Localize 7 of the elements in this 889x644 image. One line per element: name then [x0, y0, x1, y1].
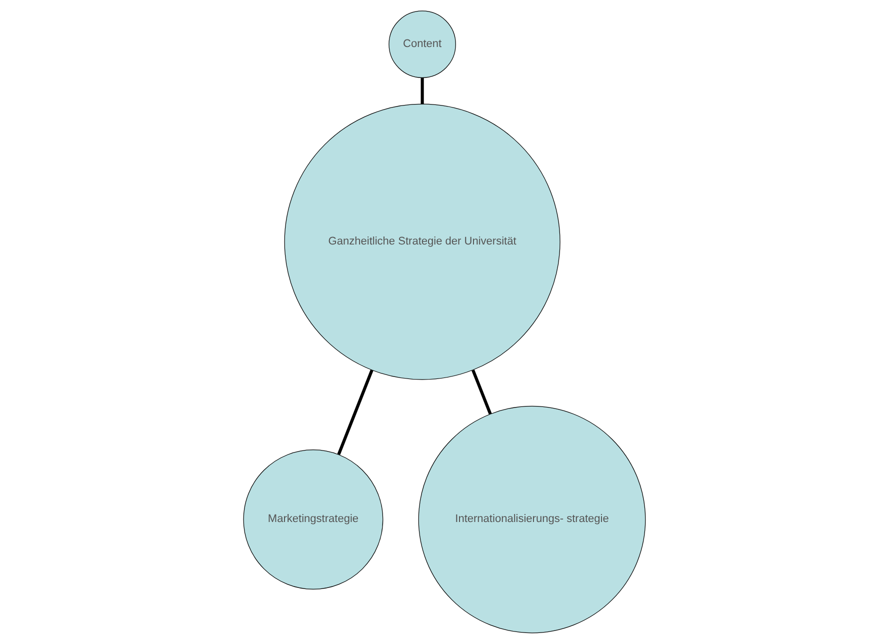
node-circle: Content [388, 10, 456, 78]
connector [472, 370, 492, 414]
connector [420, 78, 424, 104]
node-circle: Marketingstrategie [243, 450, 384, 590]
connector [337, 370, 374, 455]
node-circle: Internationalisierungs- strategie [418, 406, 646, 634]
node-circle: Ganzheitliche Strategie der Universität [284, 104, 560, 380]
